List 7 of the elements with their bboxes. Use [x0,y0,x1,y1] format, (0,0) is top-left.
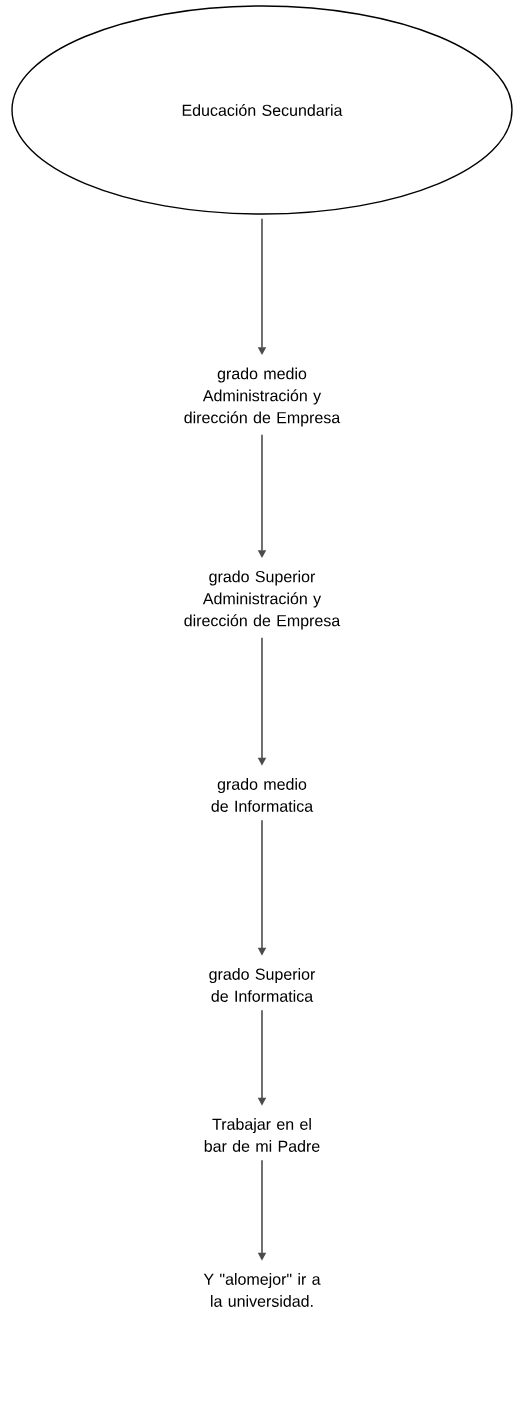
step-text: grado medio de Informatica [211,778,314,812]
step-text: grado Superior de Informatica [209,968,316,1002]
step-text: Y "alomejor" ir a la universidad. [203,1273,321,1307]
step-text: Trabajar en el bar de mi Padre [204,1118,320,1152]
step-text: grado medio Administración y dirección de Empresa [184,367,341,427]
step-text: grado Superior Administración y dirección de Empresa [184,570,341,630]
ellipse-node: Educación Secundaria [11,5,513,215]
